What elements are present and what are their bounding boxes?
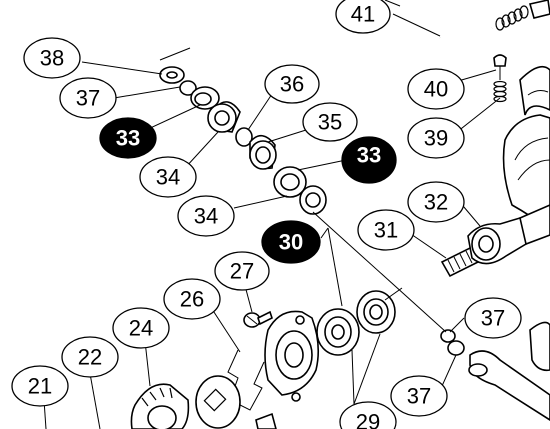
callout-37-lower: 37 <box>390 375 448 417</box>
callout-label-35: 35 <box>318 110 342 135</box>
callout-37-upper: 37 <box>59 77 117 119</box>
callout-36: 36 <box>264 64 320 104</box>
callout-22: 22 <box>61 336 119 378</box>
callout-label-37-upper: 37 <box>76 86 100 111</box>
part-37-ring-top <box>179 80 197 96</box>
part-31-pinion-shaft <box>440 204 550 278</box>
callout-38: 38 <box>23 37 81 79</box>
callout-label-32: 32 <box>424 190 448 215</box>
callout-label-31: 31 <box>374 218 398 243</box>
callout-label-37-lower: 37 <box>407 384 431 409</box>
callout-31: 31 <box>357 209 415 251</box>
part-41-bail-spring <box>438 0 550 57</box>
callout-label-29: 29 <box>356 410 380 429</box>
part-38-washer <box>159 47 191 84</box>
part-housing-body <box>502 65 550 231</box>
callout-29: 29 <box>339 401 397 429</box>
part-29-bearings <box>316 290 396 356</box>
callout-label-33-left: 33 <box>116 126 140 151</box>
part-27-screw <box>243 310 273 328</box>
callout-26: 26 <box>163 278 221 320</box>
callout-label-37-right: 37 <box>481 306 505 331</box>
part-37-ring-lower-a <box>440 329 456 343</box>
callout-label-36: 36 <box>280 72 304 97</box>
part-bearing-plate <box>264 310 320 402</box>
part-handle-arm <box>468 321 550 421</box>
part-30-ring <box>299 185 327 215</box>
part-40-screw <box>493 54 507 103</box>
callout-40: 40 <box>407 68 465 110</box>
callout-33-left: 33 <box>99 117 157 159</box>
part-34-bushing-upper <box>190 86 241 133</box>
callout-35: 35 <box>302 102 358 142</box>
callout-label-26: 26 <box>180 287 204 312</box>
callout-41: 41 <box>335 0 391 34</box>
callout-label-33-right: 33 <box>357 143 381 168</box>
callout-balloons: 41 38 37 33 36 35 34 33 <box>11 0 522 429</box>
callout-34-upper: 34 <box>139 156 197 198</box>
callout-label-22: 22 <box>78 345 102 370</box>
part-drawings <box>130 0 550 429</box>
callout-30: 30 <box>261 220 321 264</box>
part-34-bushing-lower <box>273 166 307 198</box>
callout-label-34-upper: 34 <box>156 165 180 190</box>
callout-39: 39 <box>407 117 465 159</box>
callout-label-34-lower: 34 <box>194 204 218 229</box>
callout-label-30: 30 <box>279 230 303 255</box>
part-37-ring-lower-b <box>447 340 465 356</box>
callout-label-39: 39 <box>424 126 448 151</box>
callout-label-41: 41 <box>351 2 375 27</box>
callout-label-27: 27 <box>230 259 254 284</box>
callout-label-38: 38 <box>40 46 64 71</box>
callout-37-right: 37 <box>464 297 522 339</box>
part-24-washer-disk <box>195 375 241 429</box>
callout-label-24: 24 <box>129 316 153 341</box>
callout-32: 32 <box>407 181 465 223</box>
callout-33-right: 33 <box>341 136 397 184</box>
callout-21: 21 <box>11 365 69 407</box>
callout-24: 24 <box>112 307 170 349</box>
part-35-bushing <box>249 134 277 170</box>
callout-27: 27 <box>214 251 270 291</box>
part-small-screw-bottom <box>255 412 277 429</box>
callout-label-21: 21 <box>28 374 52 399</box>
callout-34-lower: 34 <box>177 195 235 237</box>
callout-label-40: 40 <box>424 77 448 102</box>
part-21-gear <box>130 383 190 429</box>
leader-lines <box>43 0 501 429</box>
part-36-ring <box>235 127 253 147</box>
